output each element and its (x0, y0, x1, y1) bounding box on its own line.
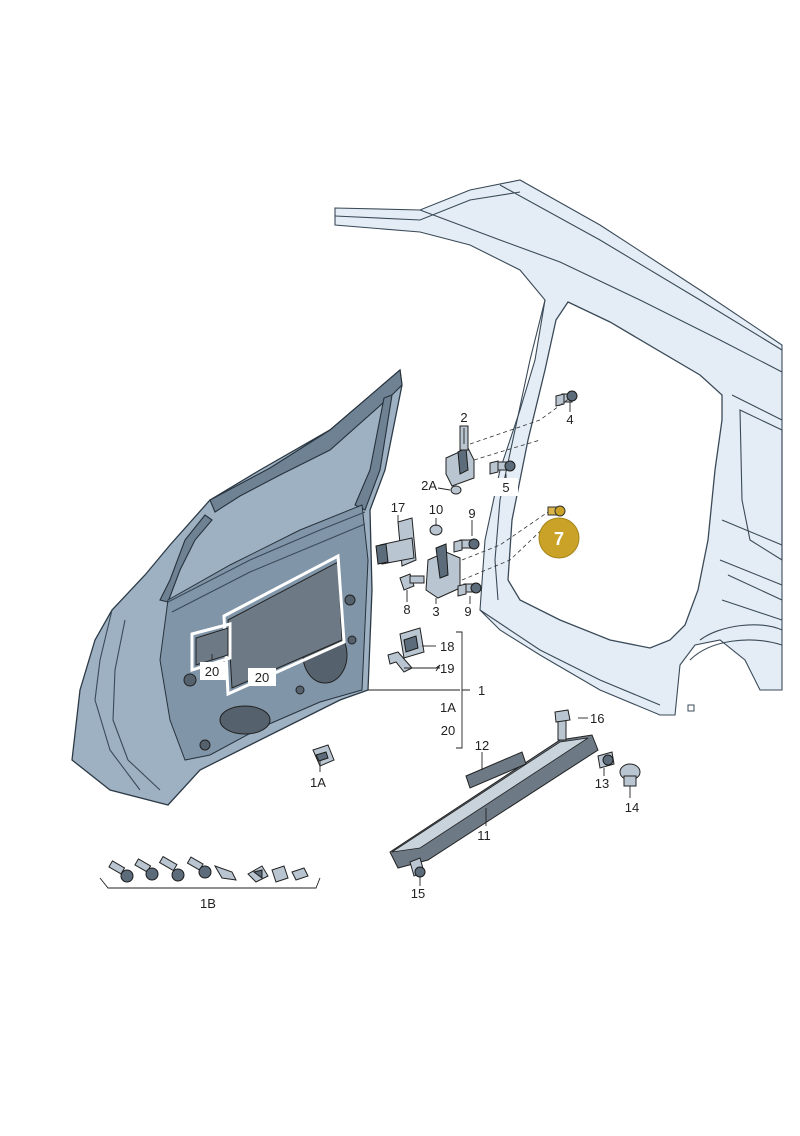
damping-panel-small (195, 627, 229, 666)
label-8: 8 (403, 602, 410, 617)
sill-trim (389, 734, 599, 869)
label-13: 13 (595, 776, 609, 791)
door-brackets (387, 627, 425, 673)
label-9-top: 9 (468, 506, 475, 521)
label-18: 18 (440, 639, 454, 654)
label-9-bottom: 9 (464, 604, 471, 619)
label-20-small: 20 (205, 664, 219, 679)
label-1b: 1B (200, 896, 216, 911)
label-14: 14 (625, 800, 639, 815)
rear-door-shell (71, 368, 403, 806)
label-1a-top: 1A (440, 700, 456, 715)
highlight-badge-7[interactable]: 7 (538, 517, 580, 559)
label-5: 5 (502, 480, 509, 495)
vehicle-body-side (334, 179, 783, 716)
label-19: 19 (440, 661, 454, 676)
label-16: 16 (590, 711, 604, 726)
label-1: 1 (478, 683, 485, 698)
label-17: 17 (391, 500, 405, 515)
label-7: 7 (554, 529, 564, 549)
label-2a: 2A (421, 478, 437, 493)
label-2: 2 (460, 410, 467, 425)
label-1a-bottom: 1A (310, 775, 326, 790)
sill-trim-assembly (389, 709, 641, 878)
sill-seal-strip (465, 751, 527, 789)
label-20-large: 20 (255, 670, 269, 685)
label-12: 12 (475, 738, 489, 753)
label-11: 11 (477, 828, 491, 843)
lower-hinge-assembly (399, 505, 566, 599)
label-3: 3 (432, 604, 439, 619)
door-check-strap (375, 517, 417, 567)
callout-labels: 2 2A 4 5 10 17 9 9 8 3 18 19 1 1A 20 20 … (200, 410, 639, 911)
label-20-group: 20 (441, 723, 455, 738)
hardware-kit-1b (99, 855, 321, 889)
label-15: 15 (411, 886, 425, 901)
label-10: 10 (429, 502, 443, 517)
damping-panel-large (227, 561, 343, 689)
label-4: 4 (566, 412, 573, 427)
